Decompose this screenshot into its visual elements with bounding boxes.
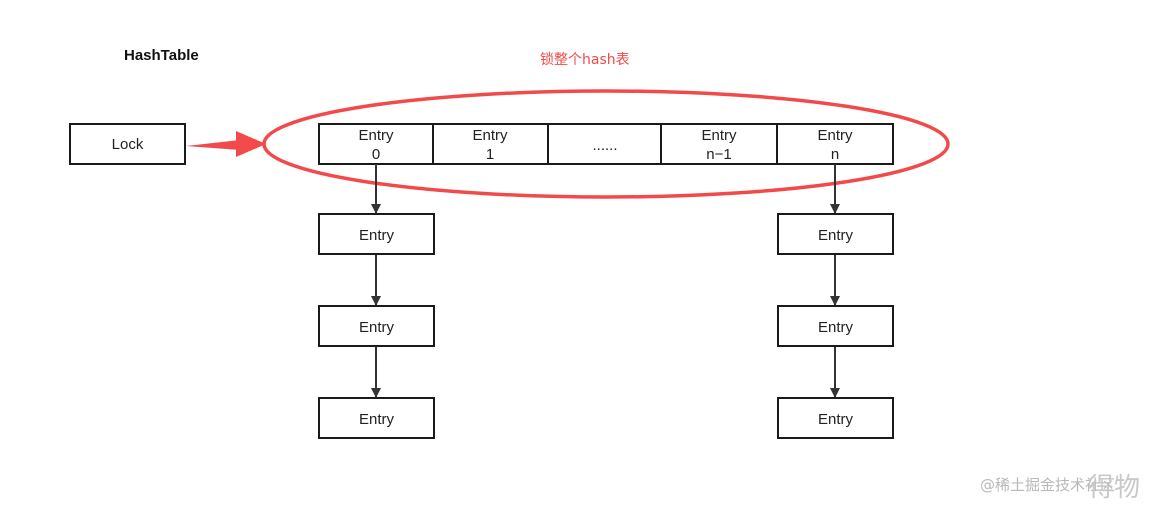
chain-node-label: Entry — [359, 227, 395, 244]
chain-node — [777, 213, 894, 255]
chain-node — [777, 305, 894, 347]
bucket-index: 0 — [372, 146, 380, 163]
bucket-cell — [547, 123, 662, 165]
chain-node — [318, 305, 435, 347]
bucket-index: n−1 — [706, 146, 731, 163]
bucket-label: Entry — [472, 127, 508, 144]
chain-right: Entry Entry Entry — [777, 213, 894, 439]
lock-node: Lock — [69, 123, 186, 165]
bucket-cell — [660, 123, 778, 165]
bucket-label: Entry — [817, 127, 853, 144]
bucket-index: n — [831, 146, 839, 163]
bucket-label: Entry — [358, 127, 394, 144]
lock-label: Lock — [112, 136, 144, 153]
chain-left: Entry Entry Entry — [318, 213, 435, 439]
diagram-title: HashTable — [124, 47, 199, 64]
chain-node-label: Entry — [818, 227, 854, 244]
chain-node-label: Entry — [359, 411, 395, 428]
watermark-overlay: 得物 — [1088, 473, 1140, 503]
bucket-cell — [776, 123, 894, 165]
watermark-text: @稀土掘金技术社区 — [980, 476, 1115, 494]
lock-arrow — [186, 131, 266, 157]
chain-node — [318, 397, 435, 439]
chain-node-label: Entry — [359, 319, 395, 336]
lock-annotation: 锁整个hash表 — [540, 52, 630, 68]
chain-node — [318, 213, 435, 255]
bucket-index: 1 — [486, 146, 494, 163]
bucket-label: Entry — [701, 127, 737, 144]
chain-node — [777, 397, 894, 439]
chain-node-label: Entry — [818, 319, 854, 336]
bucket-ellipsis: ...... — [592, 137, 617, 154]
lock-scope-ellipse — [262, 89, 950, 199]
chain-node-label: Entry — [818, 411, 854, 428]
bucket-array: Entry 0 Entry 1 ...... Entry n−1 Entry n — [318, 123, 894, 165]
